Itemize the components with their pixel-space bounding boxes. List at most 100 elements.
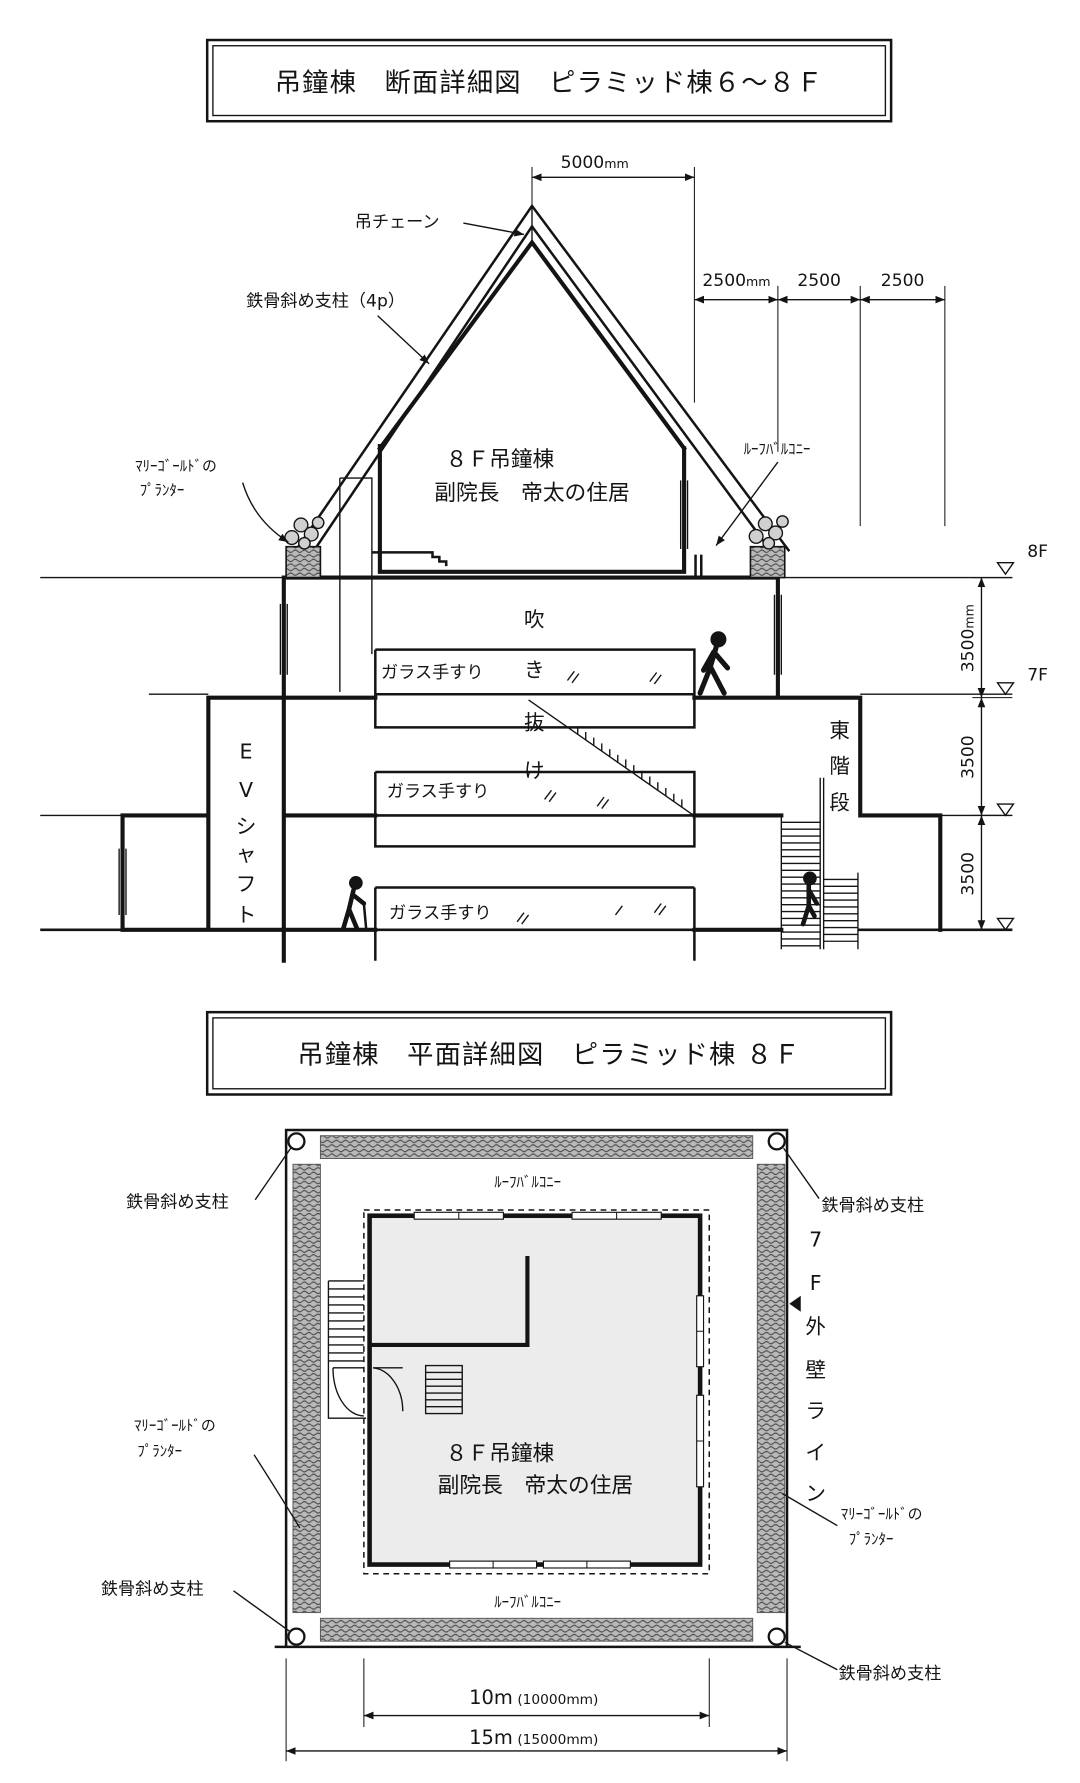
atrium-label: 吹 き 抜 け <box>524 608 545 783</box>
plan-planter-left <box>292 1163 321 1614</box>
plan-strut-leader-bottom-right <box>784 1641 838 1671</box>
dim-label-height-2: 3500 <box>958 735 978 779</box>
strut-leader <box>377 315 430 365</box>
plan-drawing: ﾙｰﾌﾊﾞﾙｺﾆｰ ﾙｰﾌﾊﾞﾙｺﾆｰ ８Ｆ吊鐘棟 副院長 帝太の住居 鉄骨斜め… <box>101 1128 942 1762</box>
ev-shaft-label: E V シ ャ フ ト <box>236 739 257 927</box>
east-stair-char: 東 <box>829 719 850 743</box>
dim-label-span-3: 2500 <box>881 271 925 291</box>
section-room-label-1: ８Ｆ吊鐘棟 <box>446 448 555 473</box>
marigold-flower <box>297 536 311 550</box>
person-walking-7f <box>697 631 731 696</box>
east-stair-char: 段 <box>829 791 850 815</box>
plan-outer-wall <box>284 1128 789 1647</box>
section-title-inner-border <box>212 45 887 117</box>
ev-shaft-char: ト <box>236 903 257 927</box>
wall-line-char: ラ <box>805 1399 826 1423</box>
plan-title-box: 吊鐘棟 平面詳細図 ピラミッド棟 ８Ｆ <box>205 1010 893 1096</box>
chain-leader <box>463 222 525 237</box>
plan-exterior-stair <box>327 1280 367 1419</box>
plan-room-label-2: 副院長 帝太の住居 <box>438 1474 633 1499</box>
section-railing-6f <box>374 770 696 848</box>
marigold-flower <box>762 536 776 550</box>
dim-detail: (15000mm) <box>517 1732 598 1748</box>
plan-strut-label-bottom-right: 鉄骨斜め支柱 <box>839 1664 942 1684</box>
plan-dim-extension-lines <box>285 1658 788 1762</box>
section-structure-walls-floors <box>120 575 943 963</box>
marigold-flower <box>768 525 784 541</box>
marigold-flower <box>293 517 309 533</box>
plan-planter-right-leader <box>782 1493 838 1527</box>
plan-dim-label-inner: 10m(10000mm) <box>469 1686 598 1709</box>
section-title: 吊鐘棟 断面詳細図 ピラミッド棟６～８Ｆ <box>275 68 824 98</box>
section-title-box: 吊鐘棟 断面詳細図 ピラミッド棟６～８Ｆ <box>205 38 893 123</box>
plan-interior-door <box>372 1367 404 1412</box>
east-stair-char: 階 <box>829 754 850 778</box>
marigold-flower <box>303 526 319 542</box>
dim-label-span-1: 2500mm <box>702 271 770 291</box>
cane <box>362 903 368 929</box>
plan-windows <box>413 1211 705 1569</box>
plan-roof-edge-dashed <box>363 1209 711 1575</box>
ev-shaft-char: E <box>240 739 253 763</box>
plan-roof-balcony-top: ﾙｰﾌﾊﾞﾙｺﾆｰ <box>494 1173 561 1191</box>
person-with-cane-5f <box>340 876 368 931</box>
section-railing-7f <box>374 648 696 729</box>
section-wall-windows <box>118 480 783 915</box>
section-east-stair <box>780 777 859 950</box>
dim-label-5000: 5000mm <box>561 153 629 173</box>
section-room-walls <box>377 443 687 574</box>
plan-dim-label-outer: 15m(15000mm) <box>469 1726 598 1749</box>
person-head <box>349 876 363 890</box>
railing-label-5f: ガラス手すり <box>389 903 492 923</box>
plan-strut-label-top-right: 鉄骨斜め支柱 <box>821 1196 924 1216</box>
roof-balcony-leader <box>715 461 779 546</box>
dim-label-height-3: 3500 <box>958 852 978 896</box>
ev-shaft-char: シ <box>236 815 257 839</box>
planter-box <box>749 545 786 579</box>
atrium-char: き <box>524 658 545 682</box>
ev-shaft-char: V <box>239 778 253 802</box>
planter-leader <box>241 482 289 543</box>
chain-label: 吊チェーン <box>355 213 440 233</box>
level-label-8f: 8F <box>1027 542 1048 562</box>
section-room-roof <box>377 238 687 452</box>
atrium-char: 吹 <box>524 608 545 632</box>
atrium-char: け <box>524 759 545 783</box>
railing-label-7f: ガラス手すり <box>381 663 484 683</box>
plan-room <box>367 1213 703 1567</box>
dim-value: 5000 <box>561 153 605 173</box>
wall-line-char: 外 <box>805 1315 826 1339</box>
plan-planter-bottom <box>319 1617 754 1642</box>
dim-detail: (10000mm) <box>517 1692 598 1708</box>
plan-strut-leader-top-left <box>254 1147 292 1201</box>
section-glass-marks <box>516 670 667 925</box>
window-mullions <box>458 1212 704 1568</box>
plan-strut-label-bottom-left: 鉄骨斜め支柱 <box>101 1579 204 1599</box>
dim-value: 3500 <box>958 629 978 673</box>
person-body <box>800 882 820 927</box>
plan-interior-wall <box>369 1255 530 1348</box>
section-drawing: 5000mm 2500mm 2500 2500 3500mm 3500 3500… <box>40 153 1048 963</box>
person-body <box>697 644 731 696</box>
dim-value: 15m <box>469 1726 513 1749</box>
section-planter-right <box>748 515 789 579</box>
planter-box <box>285 545 322 579</box>
plan-planter-right <box>756 1163 786 1614</box>
plan-planter-right-label-1: ﾏﾘｰｺﾞｰﾙﾄﾞの <box>841 1505 923 1523</box>
planter-label-line-2: ﾌﾟﾗﾝﾀｰ <box>140 481 185 499</box>
plan-room-label-1: ８Ｆ吊鐘棟 <box>446 1441 555 1466</box>
section-entry-landing <box>371 551 448 567</box>
plan-strut-label-top-left: 鉄骨斜め支柱 <box>126 1193 229 1213</box>
marigold-flower <box>748 528 764 544</box>
section-room-label-2: 副院長 帝太の住居 <box>434 481 629 506</box>
ev-shaft-char: フ <box>236 872 257 896</box>
plan-strut-leader-bottom-left <box>233 1590 292 1633</box>
dim-label-height-1: 3500mm <box>958 604 978 672</box>
plan-title-outer-border <box>205 1010 893 1096</box>
person-on-stairs <box>800 871 820 927</box>
railing-label-6f: ガラス手すり <box>387 782 490 802</box>
dim-extension-lines <box>531 166 1013 931</box>
section-atrium-stair <box>528 699 693 815</box>
dim-label-span-2: 2500 <box>797 271 841 291</box>
